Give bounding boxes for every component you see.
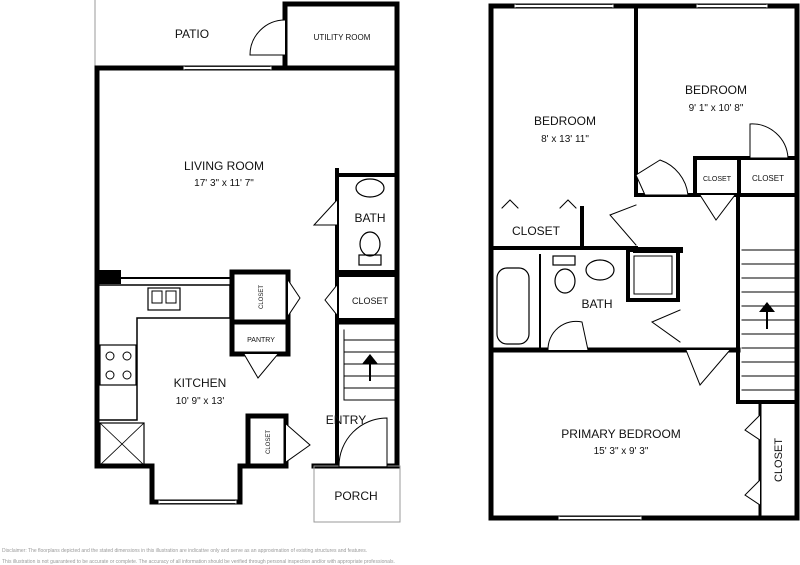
entry-label: ENTRY: [326, 413, 366, 427]
closet-small-2-label: CLOSET: [752, 174, 784, 183]
utility-room-label: UTILITY ROOM: [314, 33, 371, 42]
disclaimer-line-1: Disclaimer: The floorplans depicted and …: [2, 548, 368, 554]
living-room-dims: 17' 3" x 11' 7": [194, 178, 254, 189]
first-floor-plan: [94, 0, 401, 523]
closet-primary-label: CLOSET: [773, 438, 785, 482]
closet-small-1-label: CLOSET: [703, 176, 732, 183]
patio-label: PATIO: [175, 27, 209, 41]
disclaimer-line-2: This illustration is not guaranteed to b…: [2, 559, 395, 565]
first-floor-labels: PATIO UTILITY ROOM LIVING ROOM 17' 3" x …: [174, 27, 389, 503]
bedroom-left-label: BEDROOM: [534, 114, 596, 128]
closet-left-label: CLOSET: [512, 224, 561, 238]
pantry-label: PANTRY: [247, 337, 275, 344]
closet-kitchen-label: CLOSET: [259, 285, 265, 309]
closet-hall-label: CLOSET: [352, 296, 389, 306]
bedroom-left-dims: 8' x 13' 11": [541, 134, 589, 145]
bath-2-label: BATH: [581, 297, 612, 311]
closet-entry-label: CLOSET: [266, 430, 272, 454]
second-floor-labels: BEDROOM 8' x 13' 11" BEDROOM 9' 1" x 10'…: [512, 83, 785, 482]
bath-label: BATH: [354, 211, 385, 225]
kitchen-label: KITCHEN: [174, 376, 227, 390]
living-room-label: LIVING ROOM: [184, 159, 264, 173]
porch-label: PORCH: [334, 489, 377, 503]
primary-bedroom-dims: 15' 3" x 9' 3": [594, 446, 649, 457]
primary-bedroom-label: PRIMARY BEDROOM: [561, 427, 681, 441]
kitchen-dims: 10' 9" x 13': [176, 396, 225, 407]
second-floor-plan: [488, 3, 800, 521]
bedroom-right-dims: 9' 1" x 10' 8": [689, 103, 744, 114]
bedroom-right-label: BEDROOM: [685, 83, 747, 97]
